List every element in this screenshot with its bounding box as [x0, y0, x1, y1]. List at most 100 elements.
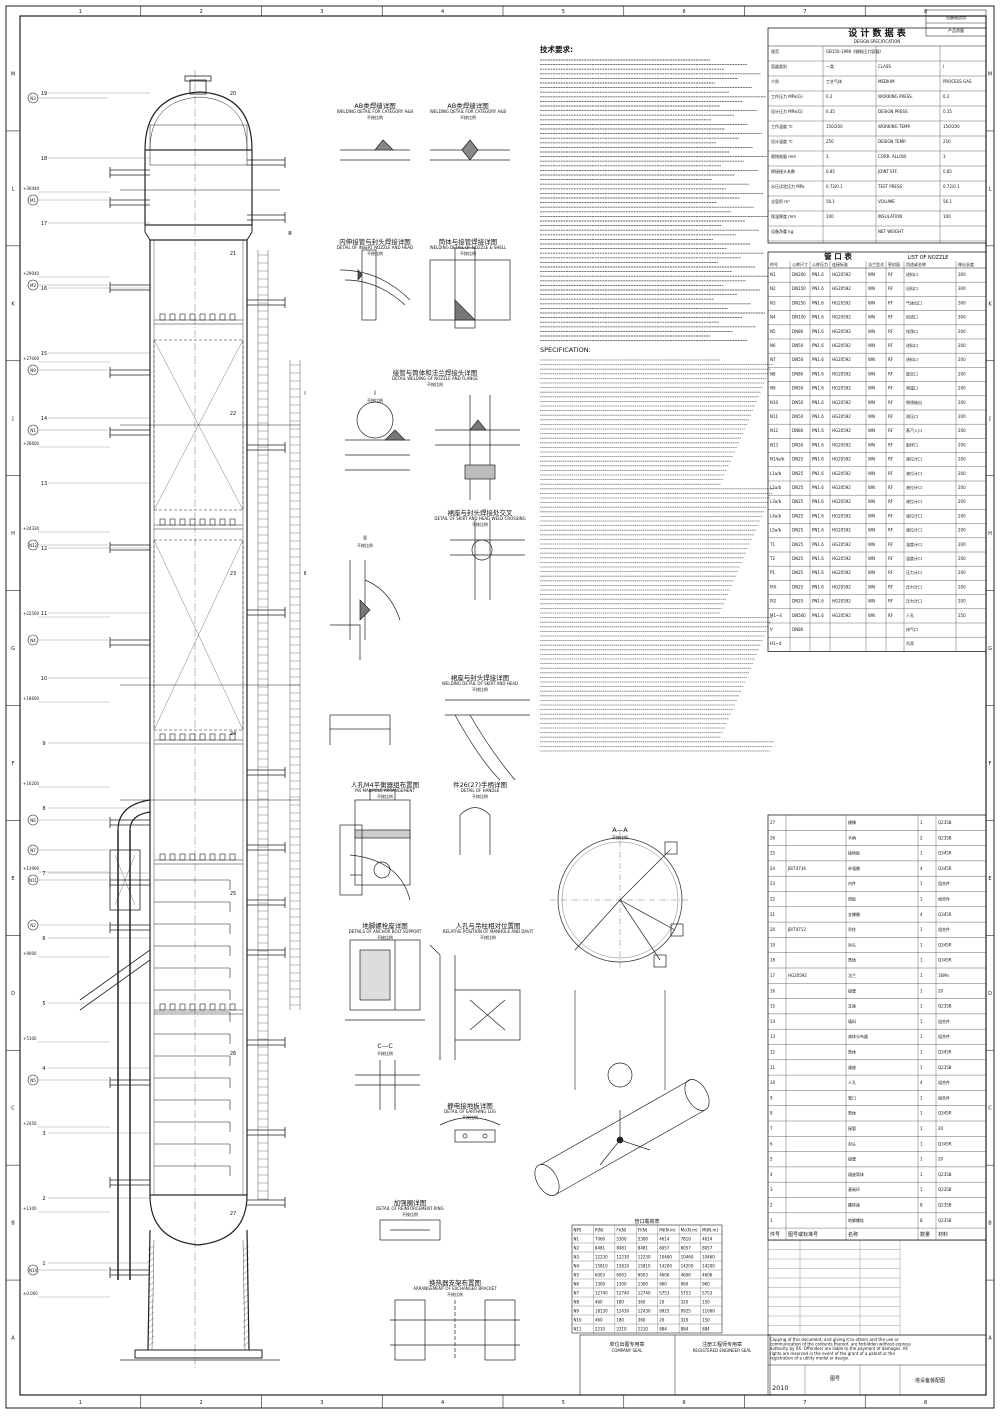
nozzle-table-cell: 200: [958, 599, 966, 604]
grid-row-left: F: [12, 761, 15, 767]
nozzle-table-cell: 液位计口: [906, 456, 922, 462]
load-table-cell: 12230: [616, 1255, 629, 1260]
load-table-cell: 6003: [638, 1273, 649, 1278]
parts-list-cell: Q345R: [938, 866, 952, 871]
nozzle-table-cell: 200: [958, 329, 966, 334]
nozzle-tag-left: N3: [30, 96, 36, 101]
nozzle-table-cell: DN25: [792, 556, 804, 561]
nozzle-table-cell: WN: [868, 428, 875, 433]
parts-list-cell: 管口: [848, 1094, 856, 1100]
nozzle-tag-left: N11: [29, 878, 38, 883]
company-seal-label: 单位出图专用章: [609, 1341, 644, 1348]
load-table-cell: 12430: [638, 1309, 651, 1314]
parts-list-cell: 9: [770, 1095, 773, 1100]
aa-section-title: A—A: [612, 826, 628, 834]
nozzle-table-cell: RF: [888, 542, 894, 547]
load-table-cell: 7810: [681, 1237, 692, 1242]
parts-list-cell: 组合件: [938, 926, 950, 932]
part-number-right: 25: [230, 891, 236, 897]
elevation-mark: +5100: [23, 1036, 37, 1041]
nozzle-table-cell: WN: [868, 570, 875, 575]
nozzle-table-cell: 放空口: [906, 370, 918, 376]
manhole-davit-title: 人孔与吊柱相对位置图: [456, 921, 521, 930]
parts-list-cell: 4: [920, 866, 923, 871]
load-table-cell: 7060: [595, 1237, 606, 1242]
load-table-cell: N2: [574, 1246, 580, 1251]
nozzle-table-cell: DN500: [792, 613, 806, 618]
nozzle-table-cell: WN: [868, 371, 875, 376]
copyright-text: rights are reserved in the event of the …: [770, 1351, 895, 1356]
nozzle-table-cell: WN: [868, 528, 875, 533]
nozzle-table-cell: RF: [888, 386, 894, 391]
load-table-cell: 460: [595, 1318, 603, 1323]
spec-value-en: 0.2: [943, 94, 950, 99]
spec-value: GB150-1998《钢制压力容器》: [826, 48, 883, 54]
load-table-cell: 8481: [616, 1246, 627, 1251]
ab-weld-title-1: AB类焊缝详图: [354, 101, 395, 110]
parts-list-cell: 1: [920, 958, 923, 963]
ab-weld-title-2-en: WELDING DETAIL FOR CATEGORY A&B: [430, 109, 507, 114]
detail-i-title-scale: 不按比例: [367, 397, 383, 403]
nozzle-table-cell: DN25: [792, 528, 804, 533]
nozzle-table-cell: N6: [770, 343, 776, 348]
load-table-cell: 150: [702, 1300, 710, 1305]
nozzle-table-cell: WN: [868, 315, 875, 320]
nozzle-table-cell: 测压口: [906, 413, 918, 419]
nozzle-table-cell: WN: [868, 542, 875, 547]
part-number-left: 1: [42, 1261, 45, 1267]
nozzle-table-cell: N14a/b: [770, 457, 785, 462]
nozzle-table-cell: PN1.6: [812, 428, 824, 433]
parts-list-cell: 8: [920, 1203, 923, 1208]
parts-list-cell: 基础环: [848, 1186, 860, 1192]
nozzle-table-cell: PN1.6: [812, 414, 824, 419]
parts-list-cell: 25: [770, 851, 776, 856]
load-table-cell: 15810: [595, 1264, 608, 1269]
load-table-header: Mc(N.m): [681, 1228, 698, 1233]
load-table-cell: 9925: [659, 1309, 670, 1314]
nozzle-head-title-scale: 不按比例: [367, 250, 383, 256]
load-table-cell: 180: [616, 1300, 624, 1305]
nozzle-table-cell: 200: [958, 542, 966, 547]
skirt-head-title-en: WELDING DETAIL OF SKIRT AND HEAD: [442, 681, 518, 686]
spec-value-en: 56.1: [943, 199, 952, 204]
parts-list-cell: 13: [770, 1034, 776, 1039]
part-number-left: 18: [41, 156, 47, 162]
nozzle-table-cell: RF: [888, 400, 894, 405]
static-lug-title-scale: 不按比例: [462, 1114, 478, 1120]
grid-row-right: A: [988, 1336, 992, 1342]
nozzle-table-cell: 回流口: [906, 314, 918, 320]
load-table-cell: 10460: [659, 1255, 672, 1260]
spec-label-en: CLASS: [878, 64, 891, 69]
grid-row-left: K: [11, 301, 15, 307]
parts-list-cell: 螺栓座: [848, 1202, 860, 1208]
nozzle-table-cell: N8: [770, 371, 776, 376]
nozzle-table-cell: DN25: [792, 570, 804, 575]
anchor-bolt-detail: [345, 939, 425, 1021]
nozzle-table-cell: 200: [958, 584, 966, 589]
parts-list-cell: 1: [920, 1019, 923, 1024]
nozzle-table-cell: N3: [770, 300, 776, 305]
parts-list-header: 件号: [770, 1231, 780, 1238]
copyright-text: Copying of this document, and giving it …: [770, 1337, 899, 1342]
nozzle-table-cell: WN: [868, 613, 875, 618]
load-table-cell: 8057: [659, 1246, 670, 1251]
grid-row-right: M: [988, 71, 992, 77]
nozzle-table-cell: HG20592: [832, 599, 851, 604]
spec-value-en: 250: [943, 139, 951, 144]
parts-list-cell: 封头: [848, 1140, 856, 1146]
nozzle-table-cell: WN: [868, 329, 875, 334]
load-table-header: P(N): [595, 1228, 604, 1233]
grid-row-left: E: [11, 876, 14, 882]
nozzle-table-cell: HG20592: [832, 584, 851, 589]
parts-list-cell: 19: [770, 942, 776, 947]
nozzle-table-cell: HG20592: [832, 329, 851, 334]
nozzle-table-cell: HG20592: [832, 400, 851, 405]
nozzle-table-cell: DN50: [792, 386, 804, 391]
parts-list-cell: Q345R: [938, 1141, 952, 1146]
nozzle-table-cell: PN1.6: [812, 315, 824, 320]
load-table-cell: 2210: [595, 1327, 606, 1332]
parts-list-cell: 8: [770, 1111, 773, 1116]
load-table-cell: 10460: [702, 1255, 715, 1260]
